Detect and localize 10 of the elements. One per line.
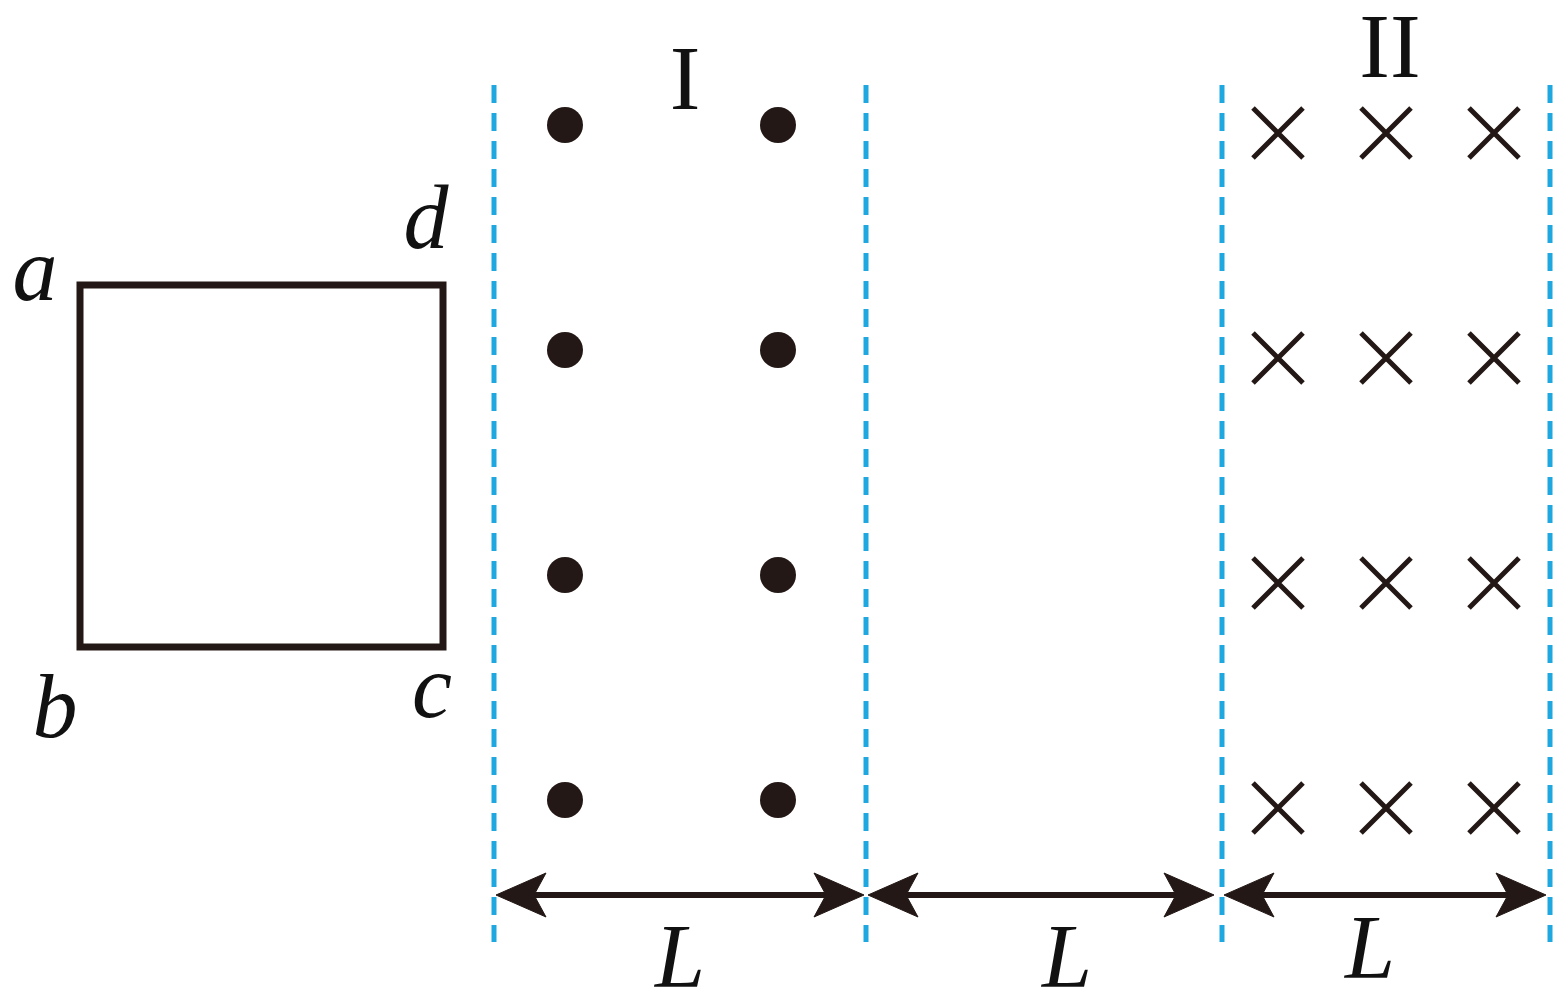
variable-label: b: [32, 662, 78, 753]
variable-label: d: [403, 173, 449, 264]
variable-label: L: [1344, 903, 1396, 994]
variable-label: L: [654, 912, 706, 999]
variable-label: L: [1041, 912, 1093, 999]
region-label: I: [669, 31, 701, 124]
square-loop: [76, 281, 447, 651]
variable-label: a: [12, 225, 58, 316]
region-label: II: [1359, 0, 1421, 92]
variable-label: c: [412, 642, 452, 733]
